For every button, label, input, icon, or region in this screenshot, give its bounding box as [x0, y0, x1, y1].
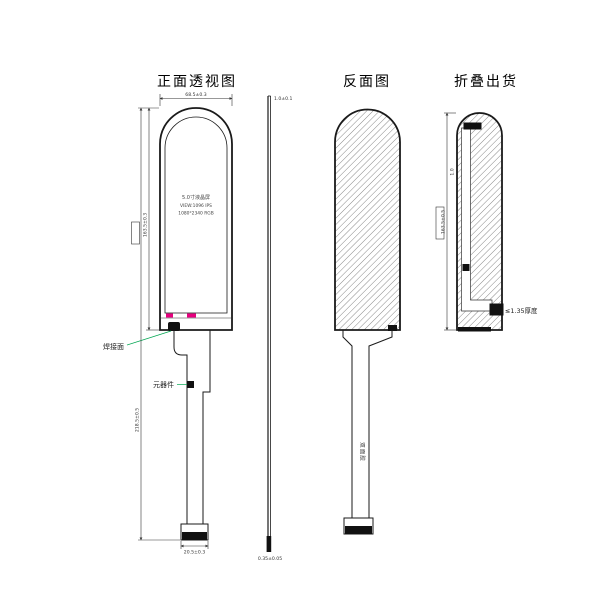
folded-view-title: 折叠出货 [454, 73, 518, 90]
solder-side-label: 焊接面 [103, 342, 124, 351]
folded-top-stiffener-bar [463, 122, 482, 130]
folded-bottom-fold-bar [458, 327, 491, 332]
folded-connector [489, 303, 504, 316]
front-view: 正面透视图 68.5±0.3 5.0寸液晶屏 VIEW:1096 IPS 108… [103, 74, 237, 556]
folded-thickness-note: ≤1.35厚度 [505, 306, 538, 315]
folded-mid-component [462, 264, 470, 271]
folded-side-component-box [435, 206, 445, 240]
magenta-mark-left [166, 313, 173, 318]
back-panel-hatched-body [334, 108, 401, 331]
component-square [187, 381, 194, 388]
driver-ic-chip [168, 322, 180, 331]
component-label: 元器件 [153, 380, 174, 389]
side-view: 1.0±0.1 0.35±0.05 [258, 95, 293, 562]
back-view-title: 反面图 [343, 74, 391, 90]
screen-spec-line-3: 1080*2340 RGB [178, 211, 213, 217]
folded-gap-dimension-text: 1.0 [450, 168, 456, 175]
side-bottom-dimension-text: 0.35±0.05 [258, 556, 282, 562]
back-tail-right-edge [368, 330, 393, 518]
magenta-mark-right [187, 313, 196, 318]
side-top-dimension-text: 1.0±0.1 [274, 96, 293, 102]
front-panel-outline [159, 107, 233, 331]
back-view: 反面图 双面胶 [334, 74, 401, 535]
front-panel-height-text: 163.5±0.3 [143, 213, 149, 237]
side-connector-stiffener [266, 536, 272, 552]
folded-height-dimension-text: 163.5±0.5 [441, 210, 447, 234]
back-tail-left-edge [342, 330, 353, 518]
front-tail-left-edge [173, 330, 188, 524]
front-view-title: 正面透视图 [157, 74, 237, 90]
front-active-area-outline [164, 116, 228, 314]
screen-spec-line-1: 5.0寸液晶屏 [182, 194, 210, 201]
folded-view: 折叠出货 ≤1.35厚度 163.5±0.5 1.0 [435, 73, 538, 332]
front-connector-contacts [182, 532, 207, 540]
dimension-balloon-box [131, 221, 140, 245]
solder-leader-line [126, 330, 172, 346]
front-tail-right-edge [202, 330, 211, 524]
screen-spec-line-2: VIEW:1096 IPS [180, 203, 212, 209]
front-top-dimension-text: 68.5±0.3 [185, 92, 206, 98]
double-sided-tape-label: 双面胶 [359, 442, 367, 462]
back-corner-chip [388, 325, 397, 331]
back-connector-contacts [345, 526, 372, 534]
front-total-height-text: 218.5±0.5 [135, 408, 141, 432]
front-connector-dimension-text: 20.5±0.3 [184, 550, 205, 556]
